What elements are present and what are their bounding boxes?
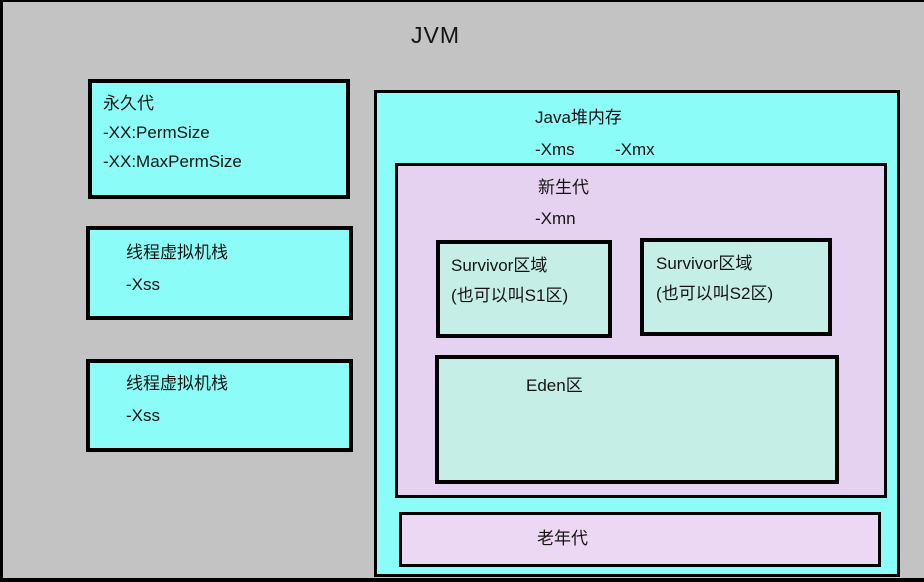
young-gen-box: 新生代 -Xmn Survivor区域 (也可以叫S1区) Survivor区域…	[395, 163, 887, 498]
survivor2-alias: (也可以叫S2区)	[656, 284, 774, 303]
young-gen-title: 新生代	[538, 178, 589, 197]
heap-param-xms: -Xms	[535, 140, 575, 159]
heap-title: Java堆内存	[535, 108, 622, 127]
thread-stack-box-2: 线程虚拟机栈 -Xss	[86, 359, 353, 452]
survivor1-title: Survivor区域	[451, 256, 548, 275]
thread-stack-1-title: 线程虚拟机栈	[126, 243, 228, 262]
survivor2-box: Survivor区域 (也可以叫S2区)	[640, 238, 832, 336]
eden-title: Eden区	[526, 376, 583, 395]
eden-box: Eden区	[435, 355, 839, 484]
diagram-title: JVM	[411, 22, 460, 48]
thread-stack-2-title: 线程虚拟机栈	[126, 374, 228, 393]
survivor1-box: Survivor区域 (也可以叫S1区)	[436, 240, 612, 338]
old-gen-title: 老年代	[537, 529, 588, 548]
perm-gen-box: 永久代 -XX:PermSize -XX:MaxPermSize	[88, 79, 350, 199]
heap-box: Java堆内存 -Xms -Xmx 新生代 -Xmn Survivor区域 (也…	[374, 90, 900, 577]
young-gen-param: -Xmn	[535, 209, 576, 228]
thread-stack-box-1: 线程虚拟机栈 -Xss	[86, 226, 353, 320]
thread-stack-1-param: -Xss	[126, 275, 160, 294]
perm-gen-param-max: -XX:MaxPermSize	[103, 152, 242, 171]
thread-stack-2-param: -Xss	[126, 406, 160, 425]
old-gen-box: 老年代	[399, 512, 881, 567]
survivor1-alias: (也可以叫S1区)	[451, 286, 569, 305]
survivor2-title: Survivor区域	[656, 254, 753, 273]
heap-param-xmx: -Xmx	[615, 140, 655, 159]
perm-gen-title: 永久代	[103, 94, 154, 113]
perm-gen-param-size: -XX:PermSize	[103, 123, 210, 142]
